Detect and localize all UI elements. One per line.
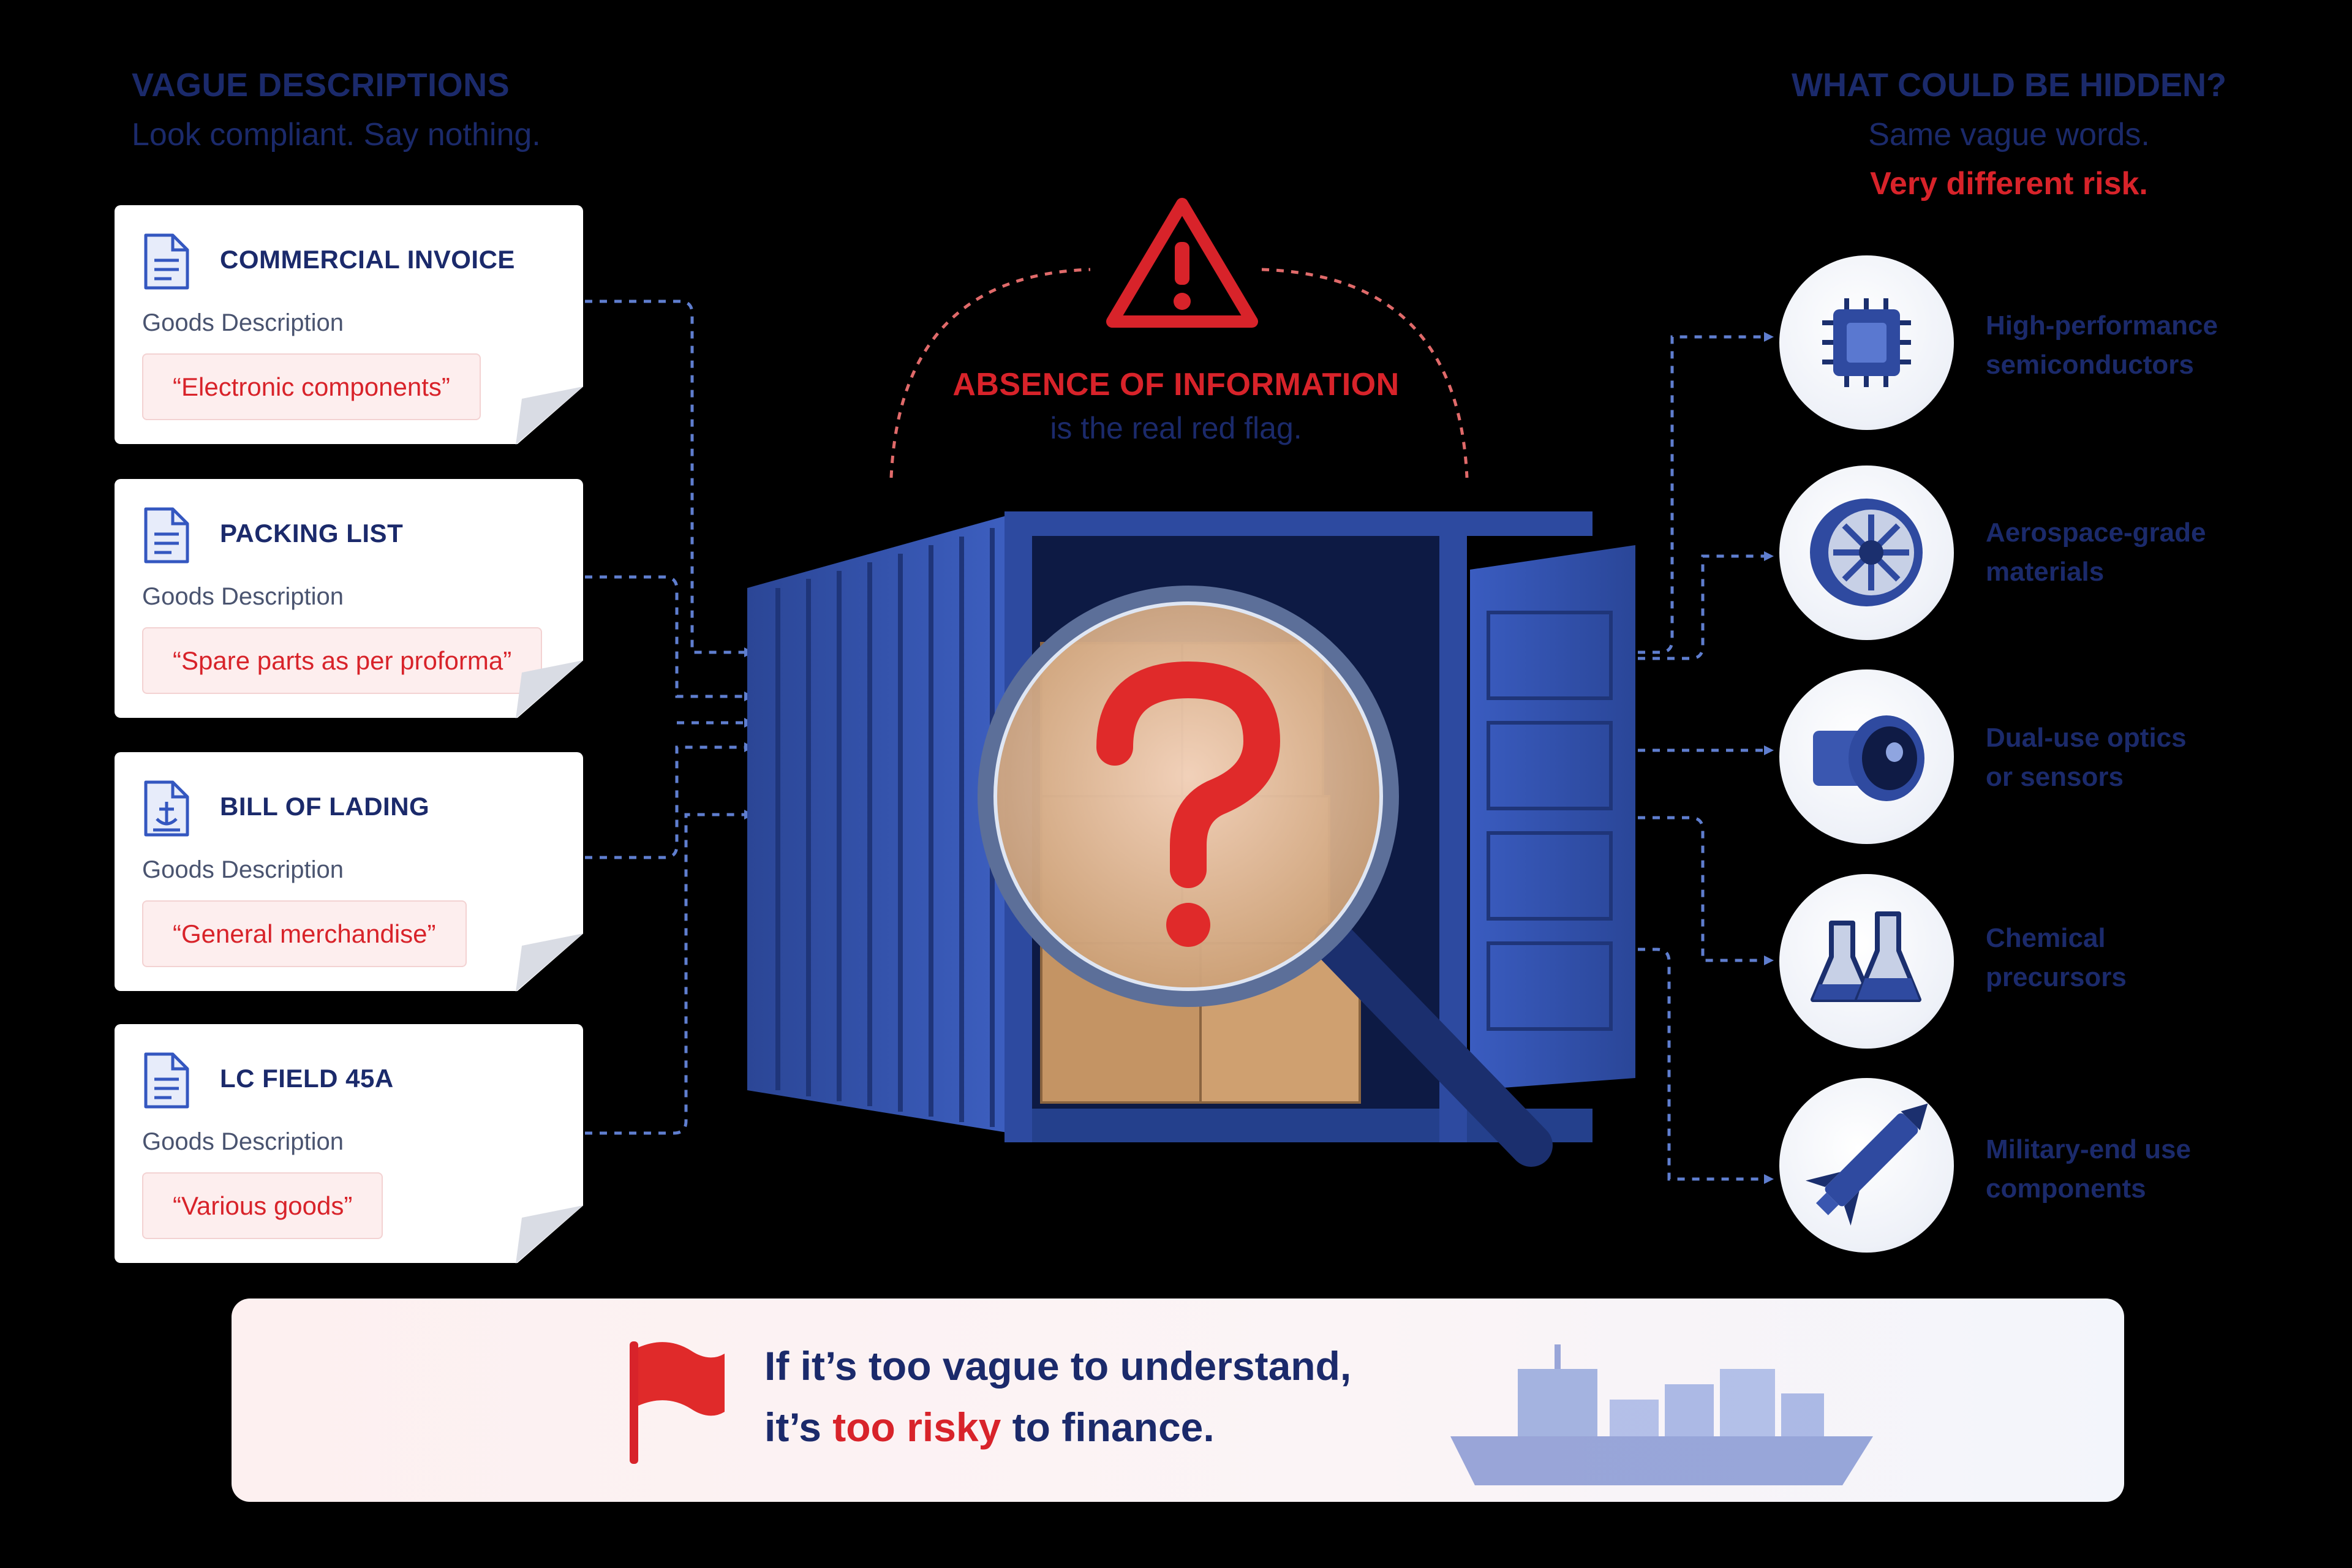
- document-title: BILL OF LADING: [220, 792, 430, 821]
- right-section-emphasis: Very different risk.: [1870, 166, 2148, 202]
- document-field-label: Goods Description: [142, 309, 344, 336]
- warning-subtitle: is the real red flag.: [1050, 411, 1302, 445]
- document-field-label: Goods Description: [142, 583, 344, 610]
- document-field-label: Goods Description: [142, 1128, 344, 1155]
- document-field-value: “Electronic components”: [142, 353, 481, 420]
- document-card-lc-field-45a[interactable]: LC FIELD 45A Goods Description “Various …: [115, 1024, 583, 1263]
- banner-text-line2: it’s too risky to finance.: [764, 1404, 1215, 1450]
- risk-item-optics[interactable]: [1779, 669, 1954, 844]
- page-curl-icon: [516, 660, 583, 718]
- missile-icon: [1806, 1103, 1928, 1226]
- risk-label: Military-end use components: [1986, 1134, 2191, 1204]
- page-curl-icon: [516, 933, 583, 992]
- turbine-icon: [1810, 499, 1923, 606]
- document-card-commercial-invoice[interactable]: COMMERCIAL INVOICE Goods Description “El…: [115, 205, 583, 444]
- right-section-subtitle: Same vague words.: [1868, 117, 2150, 153]
- risk-item-semiconductors[interactable]: [1779, 255, 1954, 430]
- question-mark-icon: [1096, 661, 1281, 888]
- bill-of-lading-icon: [144, 780, 189, 837]
- document-icon: [144, 233, 189, 290]
- conclusion-banner: If it’s too vague to understand, it’s to…: [232, 1298, 2124, 1502]
- document-field-label: Goods Description: [142, 856, 344, 883]
- document-title: PACKING LIST: [220, 519, 404, 548]
- microchip-icon: [1822, 298, 1911, 387]
- document-field-value: “Various goods”: [142, 1172, 383, 1239]
- right-section-title: WHAT COULD BE HIDDEN?: [1792, 67, 2226, 104]
- document-card-packing-list[interactable]: PACKING LIST Goods Description “Spare pa…: [115, 479, 583, 718]
- document-field-value: “General merchandise”: [142, 900, 467, 967]
- page-curl-icon: [516, 386, 583, 445]
- left-section-subtitle: Look compliant. Say nothing.: [132, 117, 541, 153]
- risk-item-military[interactable]: [1779, 1078, 1954, 1253]
- risk-label: High-performance semiconductors: [1986, 311, 2218, 380]
- document-title: COMMERCIAL INVOICE: [220, 245, 515, 274]
- banner-emphasis: too risky: [832, 1404, 1001, 1450]
- risk-item-chemical[interactable]: [1779, 874, 1954, 1049]
- risk-label: Chemical precursors: [1986, 923, 2127, 992]
- document-icon: [144, 507, 189, 564]
- warning-triangle-icon: [1106, 198, 1258, 328]
- document-icon: [144, 1052, 189, 1109]
- red-flag-icon: [630, 1341, 725, 1464]
- document-card-bill-of-lading[interactable]: BILL OF LADING Goods Description “Genera…: [115, 752, 583, 991]
- risk-label: Aerospace-grade materials: [1986, 518, 2206, 587]
- risk-label: Dual-use optics or sensors: [1986, 723, 2187, 792]
- page-curl-icon: [516, 1205, 583, 1264]
- cargo-ship-icon: [1450, 1344, 1873, 1485]
- warning-title: ABSENCE OF INFORMATION: [952, 367, 1400, 402]
- banner-text-line1: If it’s too vague to understand,: [764, 1343, 1352, 1389]
- left-section-title: VAGUE DESCRIPTIONS: [132, 67, 510, 104]
- flask-icon: [1811, 911, 1921, 1002]
- risk-item-aerospace[interactable]: [1779, 466, 1954, 640]
- document-field-value: “Spare parts as per proforma”: [142, 627, 543, 694]
- shipping-container: [747, 511, 1635, 1167]
- document-title: LC FIELD 45A: [220, 1064, 394, 1093]
- camera-lens-icon: [1813, 715, 1924, 801]
